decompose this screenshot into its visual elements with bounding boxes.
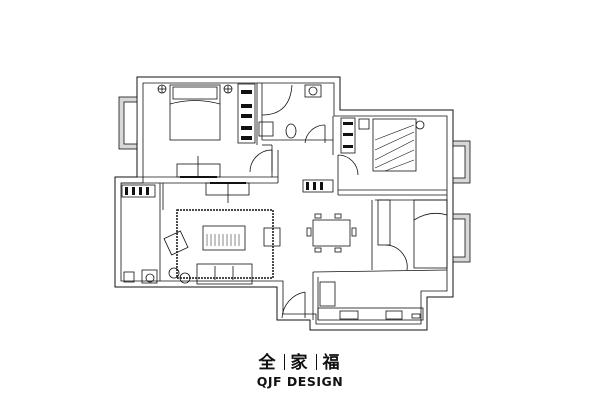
coffee-table [202,225,246,251]
sink [304,84,322,98]
wardrobe [237,83,256,144]
bed-second [372,118,417,172]
divider [315,354,317,370]
brand-char: 全 [258,353,278,373]
brand-english: QJF DESIGN [256,374,344,389]
outer-wall [114,76,454,331]
toilet [285,123,297,139]
inner-wall-outline [120,82,448,325]
brand-char: 福 [322,353,342,373]
divider [283,354,285,370]
armchair [163,230,189,256]
door [249,149,273,173]
brand-chinese: 全家福 [0,348,600,373]
water-heater [141,269,158,284]
dining-table [312,219,351,247]
bed-master [169,84,221,141]
sofa [196,263,253,285]
rug [176,209,274,279]
washer [258,121,274,137]
brand-char: 家 [290,353,310,373]
